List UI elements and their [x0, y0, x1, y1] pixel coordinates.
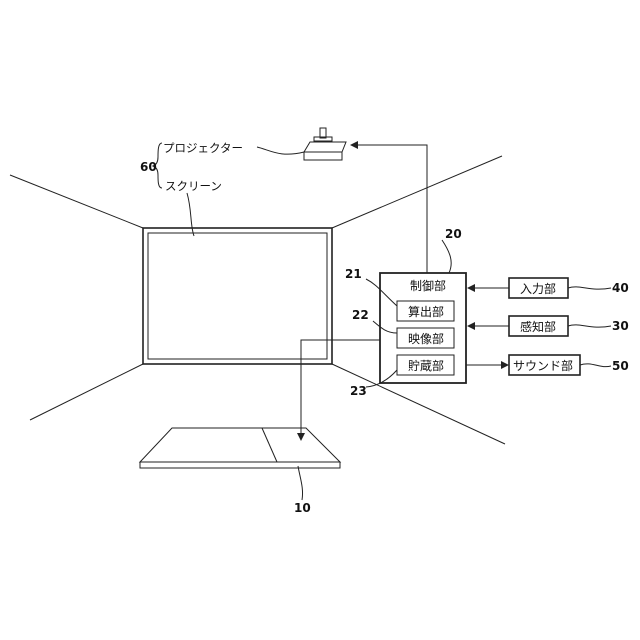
label-20: 20 — [445, 227, 462, 241]
floor-mat-edge — [140, 462, 340, 468]
projector-top — [304, 142, 346, 152]
leader-50 — [580, 364, 611, 367]
label-22: 22 — [352, 308, 369, 322]
room-edge-top-right — [332, 156, 502, 228]
projector-leader — [257, 147, 304, 154]
projector-arrowhead — [350, 141, 358, 149]
label-sound: サウンド部 — [513, 358, 573, 373]
label-30: 30 — [612, 319, 629, 333]
sound-arrowhead — [501, 361, 509, 369]
controller-to-sound-line — [466, 361, 509, 369]
screen-outer-frame — [143, 228, 332, 364]
floor-mat-divider — [262, 428, 277, 462]
sensor-to-controller-line — [467, 322, 509, 330]
label-calc: 算出部 — [408, 304, 444, 319]
label-40: 40 — [612, 281, 629, 295]
label-60: 60 — [140, 160, 157, 174]
screen-inner-frame — [148, 233, 327, 359]
room-edge-bottom-left — [30, 364, 143, 420]
leader-21 — [366, 279, 397, 306]
leader-23 — [366, 370, 397, 387]
controller-to-floor-line — [297, 340, 380, 441]
label-input: 入力部 — [520, 281, 556, 296]
controller-to-projector-line — [350, 141, 427, 273]
label-sensor: 感知部 — [520, 319, 556, 334]
input-arrowhead — [467, 284, 475, 292]
label-50: 50 — [612, 359, 629, 373]
leader-10 — [298, 466, 303, 500]
leader-40 — [568, 287, 611, 289]
label-screen: スクリーン — [165, 179, 222, 193]
floor-arrowhead — [297, 433, 305, 441]
room-edge-bottom-right — [332, 364, 505, 444]
projector-feed-line — [356, 145, 427, 273]
leader-20 — [442, 240, 451, 273]
label-23: 23 — [350, 384, 367, 398]
projector-device — [304, 128, 346, 160]
leader-22 — [373, 321, 397, 333]
label-controller: 制御部 — [410, 278, 446, 293]
room-edge-top-left — [10, 175, 143, 228]
label-10: 10 — [294, 501, 311, 515]
label-21: 21 — [345, 267, 362, 281]
floor-mat-top — [140, 428, 340, 462]
label-storage: 貯蔵部 — [408, 358, 444, 373]
floor-mat — [140, 428, 340, 468]
sensor-arrowhead — [467, 322, 475, 330]
leader-30 — [568, 325, 611, 327]
projector-front — [304, 152, 342, 160]
input-to-controller-line — [467, 284, 509, 292]
screen-leader — [187, 193, 194, 236]
label-video: 映像部 — [408, 331, 444, 346]
label-projector: プロジェクター — [163, 141, 243, 155]
